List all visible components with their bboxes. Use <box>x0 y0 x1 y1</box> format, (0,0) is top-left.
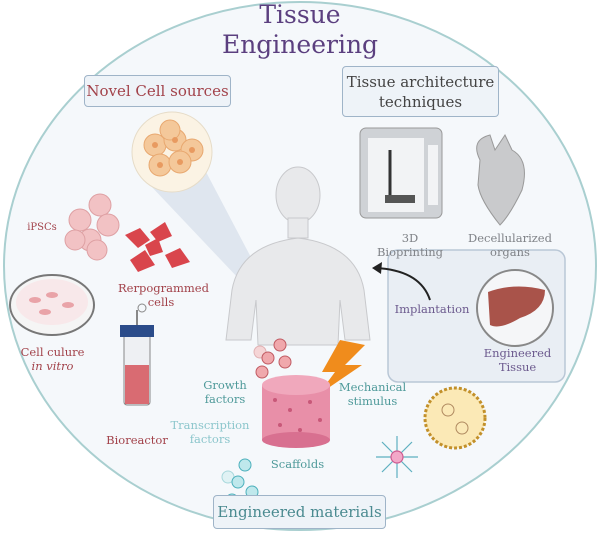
scaffolds-label: Scaffolds <box>270 457 325 471</box>
ipscs-label: iPSCs <box>27 222 57 233</box>
in-vitro-text: in vitro <box>31 359 74 373</box>
implantation-arrow <box>374 267 431 301</box>
reprogrammed-cells-label: Rerpogrammed cells <box>118 281 209 309</box>
3d-printer-icon <box>359 127 443 219</box>
cell-cluster-icon <box>131 111 213 193</box>
micelle-icon <box>376 436 418 478</box>
growth-factors-label: Growth factors <box>203 378 247 406</box>
scaffold-icon <box>262 375 330 448</box>
implantation-label: Implantation <box>394 302 470 316</box>
title-line-2: Engineering <box>221 30 379 59</box>
mechanical-stimulus-label: Mechanical stimulus <box>338 380 407 408</box>
liver-icon <box>476 269 554 347</box>
engineered-tissue-label: Engineered Tissue <box>483 346 552 374</box>
bioreactor-label: Bioreactor <box>106 433 168 447</box>
reprogrammed-cells-icon <box>125 222 190 272</box>
tissue-architecture-label: Tissue architecture techniques <box>346 72 495 111</box>
novel-cell-sources-label: Novel Cell sources <box>86 82 229 100</box>
zoom-cone <box>150 170 255 280</box>
nanoparticle-icon <box>423 386 487 450</box>
title-line-1: Tissue <box>259 0 341 29</box>
bioreactor-icon <box>120 303 154 406</box>
novel-cell-sources-box: Novel Cell sources <box>84 75 231 107</box>
decellularized-heart-icon <box>476 133 525 226</box>
diagram-title: Tissue Engineering <box>0 0 600 60</box>
engineered-materials-label: Engineered materials <box>217 503 382 521</box>
engineered-materials-box: Engineered materials <box>213 495 386 529</box>
lightning-icon <box>318 340 365 395</box>
petri-dish-icon <box>9 274 95 336</box>
cell-culture-label: Cell culure in vitro <box>15 345 90 373</box>
transcription-factors-label: Transcription factors <box>170 418 250 446</box>
ipsc-cells-icon <box>64 193 120 261</box>
human-figure-icon <box>225 166 371 346</box>
tissue-architecture-box: Tissue architecture techniques <box>342 66 499 117</box>
decellularized-organs-label: Decellularized organs <box>468 231 552 259</box>
growth-factor-dots-icon <box>253 338 292 379</box>
bioprinting-label: 3D Bioprinting <box>376 231 444 259</box>
arrow-head-icon <box>372 262 382 274</box>
cell-culture-text: Cell culure <box>20 345 85 359</box>
